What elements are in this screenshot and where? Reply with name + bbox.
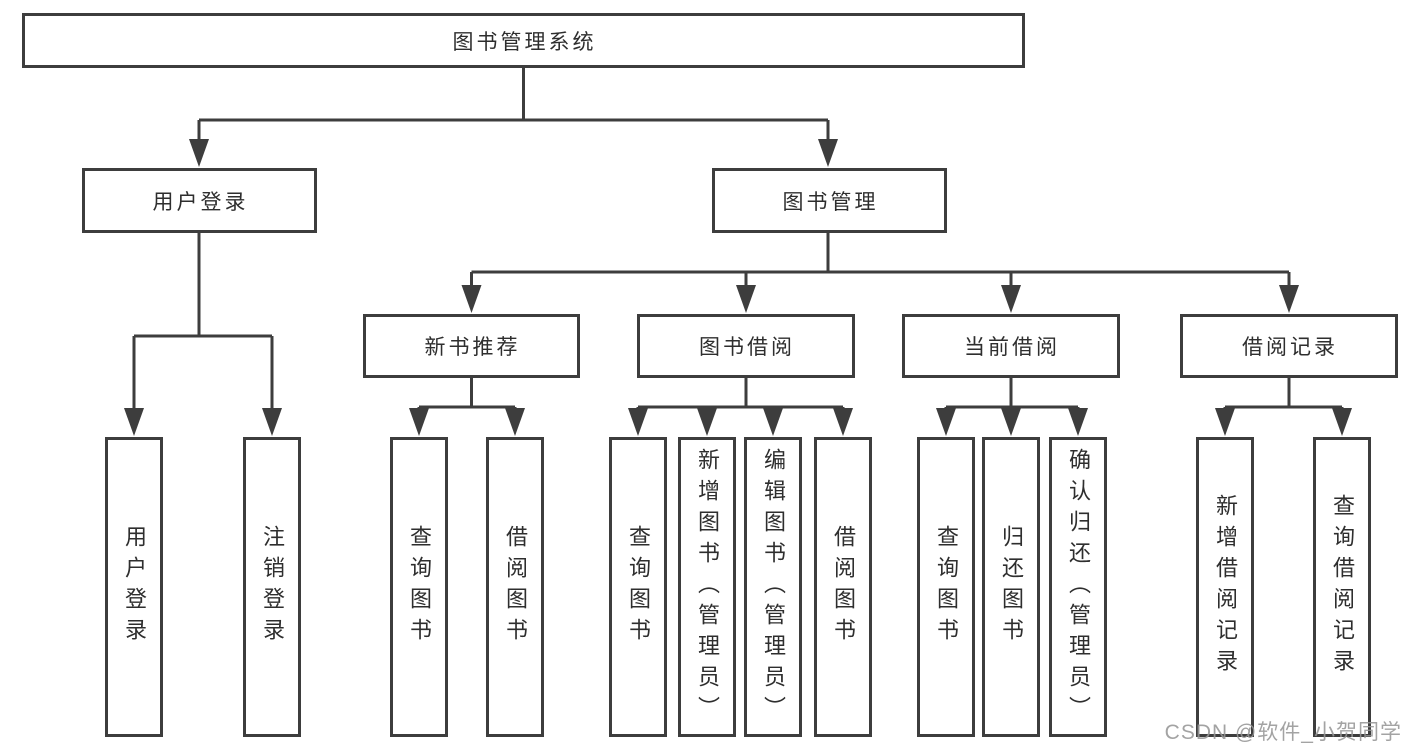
node-query-books-borrow: 查询图书 [609, 437, 667, 737]
node-label: 用户登录 [122, 525, 147, 649]
node-borrowing-records: 借阅记录 [1180, 314, 1398, 378]
node-label: 借阅记录 [1242, 336, 1338, 359]
node-query-borrow-record: 查询借阅记录 [1313, 437, 1371, 737]
node-label: 图书管理 [782, 190, 879, 214]
node-user-login-action: 用户登录 [105, 437, 163, 737]
node-add-books-admin: 新增图书（管理员） [678, 437, 736, 737]
node-label: 注销登录 [260, 525, 285, 649]
node-logout: 注销登录 [243, 437, 301, 737]
node-label: 编辑图书（管理员） [761, 447, 786, 727]
node-new-book-recommendation: 新书推荐 [363, 314, 580, 378]
node-confirm-return-admin: 确认归还（管理员） [1049, 437, 1107, 737]
watermark: CSDN @软件_小贺同学 [1164, 721, 1402, 744]
node-edit-books-admin: 编辑图书（管理员） [744, 437, 802, 737]
node-label: 查询图书 [407, 525, 432, 649]
node-book-management: 图书管理 [712, 168, 947, 233]
node-borrow-books: 借阅图书 [814, 437, 872, 737]
node-label: 图书管理系统 [452, 30, 597, 54]
node-label: 图书借阅 [699, 336, 795, 359]
node-label: 新增图书（管理员） [695, 447, 720, 727]
node-query-books-recommend: 查询图书 [390, 437, 448, 737]
node-label: 归还图书 [999, 525, 1024, 649]
node-label: 查询借阅记录 [1330, 494, 1355, 680]
node-label: 借阅图书 [831, 525, 856, 649]
node-label: 用户登录 [152, 190, 249, 214]
node-label: 当前借阅 [964, 336, 1060, 359]
node-label: 确认归还（管理员） [1066, 447, 1091, 727]
node-current-borrowing: 当前借阅 [902, 314, 1120, 378]
node-book-borrowing: 图书借阅 [637, 314, 855, 378]
node-label: 借阅图书 [503, 525, 528, 649]
node-user-login: 用户登录 [82, 168, 317, 233]
node-borrow-books-recommend: 借阅图书 [486, 437, 544, 737]
node-label: 新书推荐 [424, 336, 521, 359]
node-add-borrow-record: 新增借阅记录 [1196, 437, 1254, 737]
node-query-books-current: 查询图书 [917, 437, 975, 737]
node-label: 查询图书 [934, 525, 959, 649]
node-label: 新增借阅记录 [1213, 494, 1238, 680]
node-label: 查询图书 [626, 525, 651, 649]
node-library-management-system: 图书管理系统 [22, 13, 1025, 68]
node-return-books: 归还图书 [982, 437, 1040, 737]
